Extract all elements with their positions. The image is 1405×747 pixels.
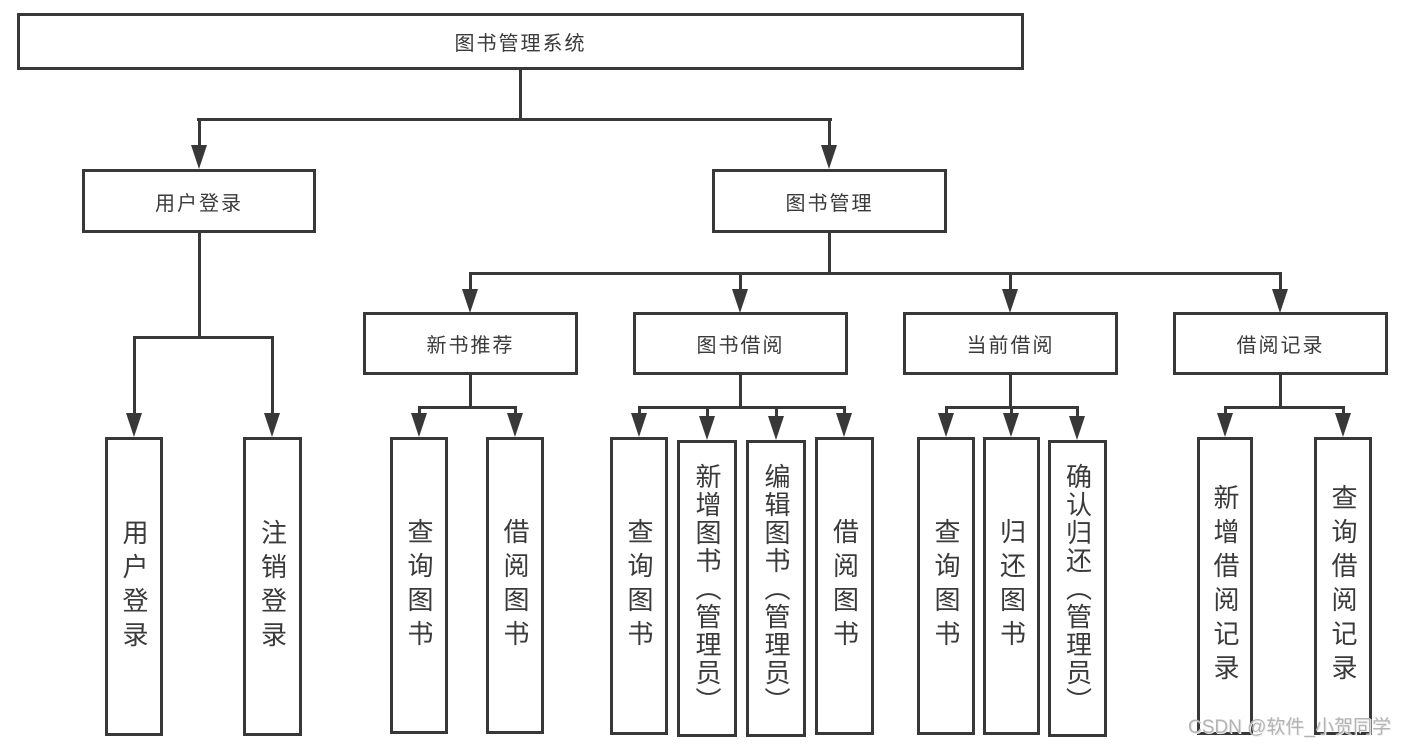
arrow-down-icon <box>836 413 852 437</box>
connector-line <box>198 118 201 148</box>
arrow-down-icon <box>462 289 478 313</box>
node-leaf-add-books-admin: 新增图书（管理员） <box>677 440 737 737</box>
arrow-down-icon <box>126 413 142 437</box>
node-leaf-borrow-books-1: 借阅图书 <box>486 437 544 734</box>
connector-line <box>133 336 274 339</box>
arrow-down-icon <box>938 413 954 437</box>
node-label: 图书管理 <box>785 192 874 215</box>
connector-line <box>828 231 831 272</box>
arrow-down-icon <box>732 289 748 313</box>
csdn-watermark: CSDN @软件_小贺同学 <box>1188 717 1391 738</box>
node-leaf-confirm-return-admin: 确认归还（管理员） <box>1048 440 1107 737</box>
connector-line <box>1279 374 1282 406</box>
connector-line <box>1342 406 1345 416</box>
arrow-down-icon <box>1335 413 1351 437</box>
connector-line <box>418 406 421 416</box>
node-root-library-system: 图书管理系统 <box>17 13 1024 70</box>
node-label: 借阅图书 <box>500 517 530 654</box>
node-leaf-query-borrow-record: 查询借阅记录 <box>1314 437 1372 735</box>
connector-line <box>469 374 472 406</box>
node-leaf-query-books-1: 查询图书 <box>390 437 448 734</box>
connector-line <box>1009 374 1012 406</box>
node-label: 查询借阅记录 <box>1328 484 1358 688</box>
node-label: 当前借阅 <box>966 335 1055 357</box>
node-leaf-add-borrow-record: 新增借阅记录 <box>1197 437 1253 735</box>
node-label: 查询图书 <box>624 518 654 654</box>
connector-line <box>739 374 742 406</box>
node-leaf-return-books: 归还图书 <box>983 437 1040 735</box>
node-book-management: 图书管理 <box>712 169 947 233</box>
connector-line <box>828 118 831 148</box>
node-leaf-borrow-books-2: 借阅图书 <box>815 437 874 735</box>
connector-line <box>1224 406 1345 409</box>
arrow-down-icon <box>264 413 280 437</box>
node-label: 归还图书 <box>996 518 1027 654</box>
connector-line <box>739 272 742 292</box>
connector-line <box>469 272 472 292</box>
arrow-down-icon <box>631 413 647 437</box>
node-book-borrow: 图书借阅 <box>633 312 848 375</box>
node-label: 确认归还（管理员） <box>1062 462 1093 715</box>
connector-line <box>133 336 136 415</box>
connector-line <box>469 272 1282 275</box>
node-leaf-query-books-3: 查询图书 <box>917 437 975 735</box>
node-label: 注销登录 <box>257 518 288 655</box>
node-leaf-logout: 注销登录 <box>243 437 302 736</box>
arrow-down-icon <box>1002 289 1018 313</box>
arrow-down-icon <box>821 145 837 169</box>
node-label: 查询图书 <box>931 518 961 654</box>
node-user-login: 用户登录 <box>82 169 316 233</box>
connector-line <box>1009 272 1012 292</box>
connector-line <box>198 231 201 336</box>
node-label: 查询图书 <box>404 517 434 654</box>
arrow-down-icon <box>191 145 207 169</box>
connector-line <box>638 406 641 416</box>
node-label: 图书管理系统 <box>454 33 587 55</box>
node-label: 新增借阅记录 <box>1210 484 1240 688</box>
node-label: 新书推荐 <box>426 335 515 357</box>
connector-line <box>945 406 948 416</box>
node-current-borrow: 当前借阅 <box>903 312 1118 375</box>
connector-line <box>271 336 274 415</box>
arrow-down-icon <box>1272 289 1288 313</box>
node-label: 用户登录 <box>155 192 243 215</box>
connector-line <box>197 118 832 121</box>
arrow-down-icon <box>1069 416 1085 440</box>
connector-line <box>1010 406 1013 416</box>
arrow-down-icon <box>1217 413 1233 437</box>
node-leaf-query-books-2: 查询图书 <box>610 437 668 735</box>
arrow-down-icon <box>768 416 784 440</box>
node-leaf-user-login: 用户登录 <box>105 437 163 736</box>
node-new-book-recommend: 新书推荐 <box>363 312 578 375</box>
connector-line <box>775 406 778 419</box>
connector-line <box>519 68 522 120</box>
connector-line <box>843 406 846 416</box>
arrow-down-icon <box>699 416 715 440</box>
connector-line <box>1224 406 1227 416</box>
arrow-down-icon <box>411 413 427 437</box>
arrow-down-icon <box>1003 413 1019 437</box>
connector-line <box>514 406 517 416</box>
connector-line <box>706 406 709 419</box>
connector-line <box>418 406 517 409</box>
node-leaf-edit-books-admin: 编辑图书（管理员） <box>746 440 806 737</box>
node-label: 编辑图书（管理员） <box>761 462 791 715</box>
node-label: 借阅记录 <box>1236 335 1325 357</box>
node-label: 图书借阅 <box>696 335 785 357</box>
node-borrow-records: 借阅记录 <box>1173 312 1388 375</box>
connector-line <box>1076 406 1079 419</box>
connector-line <box>1279 272 1282 292</box>
arrow-down-icon <box>507 413 523 437</box>
node-label: 借阅图书 <box>829 518 860 654</box>
node-label: 用户登录 <box>119 518 149 655</box>
node-label: 新增图书（管理员） <box>692 462 722 715</box>
connector-line <box>638 406 846 409</box>
